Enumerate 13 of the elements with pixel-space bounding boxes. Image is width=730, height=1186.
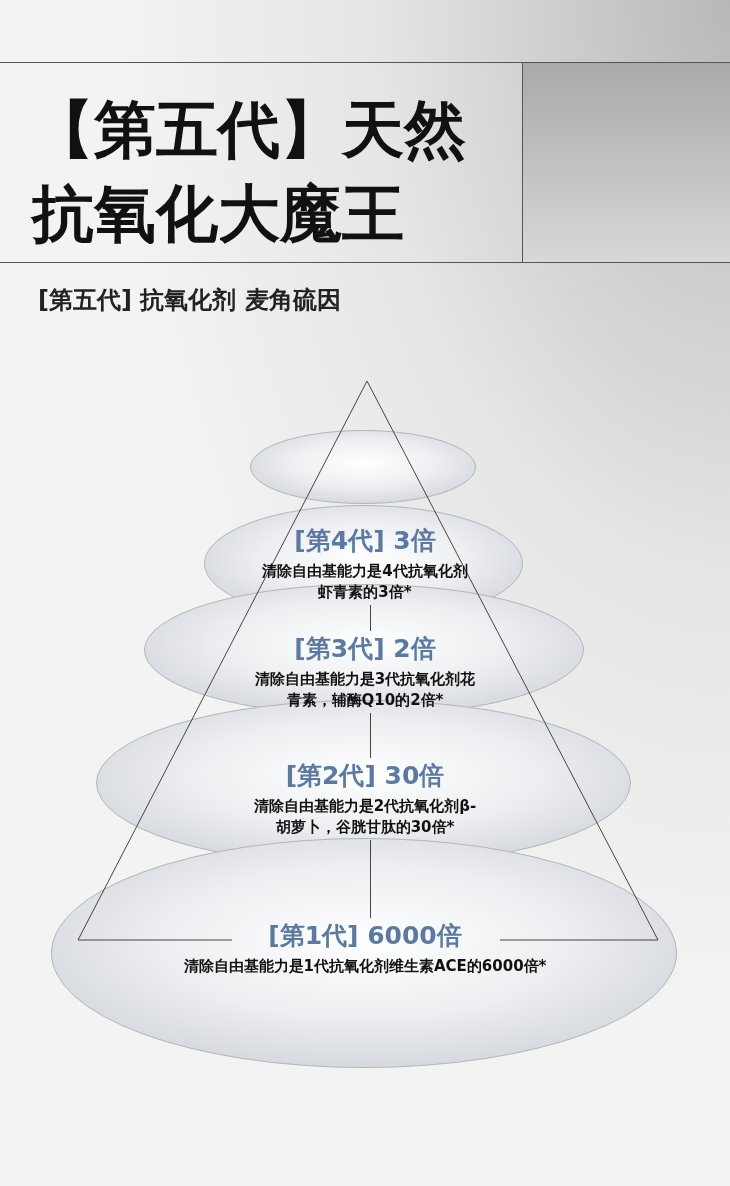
layer-heading: [第2代] 30倍 [284,760,446,792]
layer-heading: [第3代] 2倍 [293,633,437,665]
connector-line [370,712,371,759]
layer-description: 清除自由基能力是1代抗氧化剂维生素ACE的6000倍* [182,956,548,977]
connector-line [370,839,371,919]
layer-description: 清除自由基能力是3代抗氧化剂花青素，辅酶Q10的2倍* [253,669,477,711]
title: 【第五代】天然抗氧化大魔王 [32,92,467,252]
connector-line [370,604,371,632]
layer-heading: [第1代] 6000倍 [267,920,463,952]
layer-description: 清除自由基能力是4代抗氧化剂虾青素的3倍* [261,561,469,603]
subtitle: [第五代] 抗氧化剂 麦角硫因 [38,285,341,316]
layer-heading: [第4代] 3倍 [293,525,437,557]
layer-description: 清除自由基能力是2代抗氧化剂β-胡萝卜，谷胱甘肽的30倍* [252,796,478,838]
